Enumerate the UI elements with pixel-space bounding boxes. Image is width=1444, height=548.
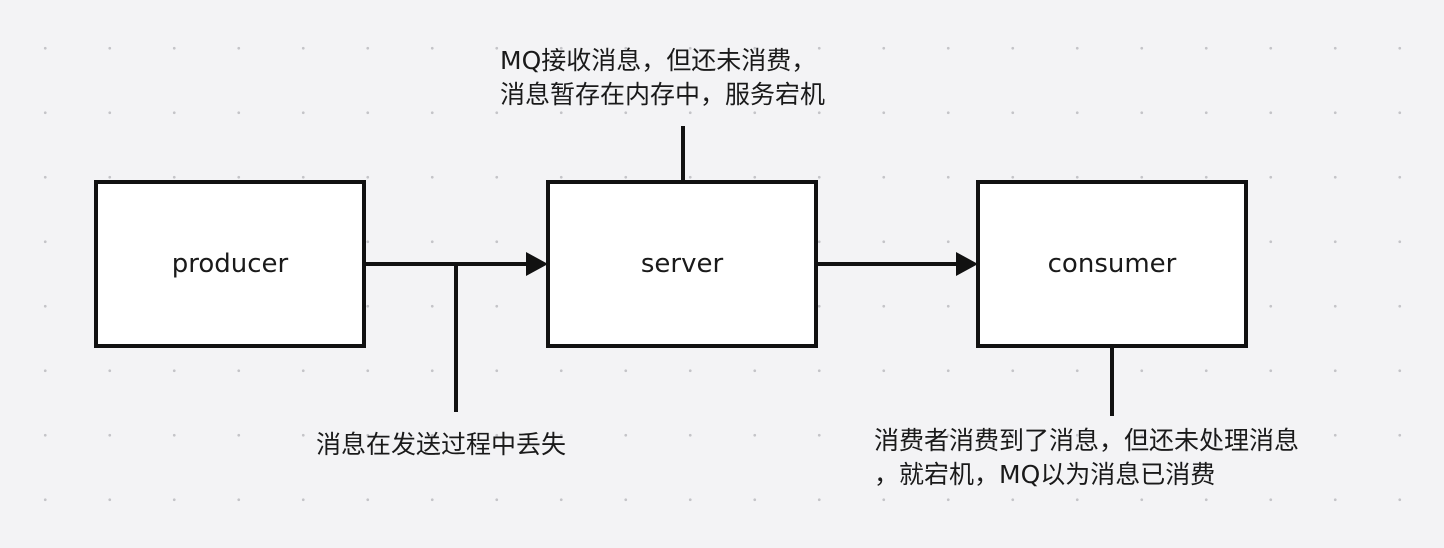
consumer-note-line-2: ，就宕机，MQ以为消息已消费 <box>874 460 1216 489</box>
server-node[interactable]: server <box>546 180 818 348</box>
server-note: MQ接收消息，但还未消费， 消息暂存在内存中，服务宕机 <box>500 44 825 112</box>
consumer-note: 消费者消费到了消息，但还未处理消息 ，就宕机，MQ以为消息已消费 <box>874 424 1299 492</box>
transit-note: 消息在发送过程中丢失 <box>316 428 566 462</box>
arrowhead-producer-to-server <box>526 252 548 276</box>
consumer-note-line-1: 消费者消费到了消息，但还未处理消息 <box>874 426 1300 455</box>
server-note-line-1: MQ接收消息，但还未消费， <box>500 46 817 75</box>
arrowhead-server-to-consumer <box>956 252 978 276</box>
server-note-line-2: 消息暂存在内存中，服务宕机 <box>500 80 826 109</box>
consumer-label: consumer <box>1047 249 1177 279</box>
transit-note-line-1: 消息在发送过程中丢失 <box>316 430 567 459</box>
producer-label: producer <box>171 249 289 279</box>
producer-node[interactable]: producer <box>94 180 366 348</box>
server-label: server <box>640 249 724 279</box>
consumer-node[interactable]: consumer <box>976 180 1248 348</box>
